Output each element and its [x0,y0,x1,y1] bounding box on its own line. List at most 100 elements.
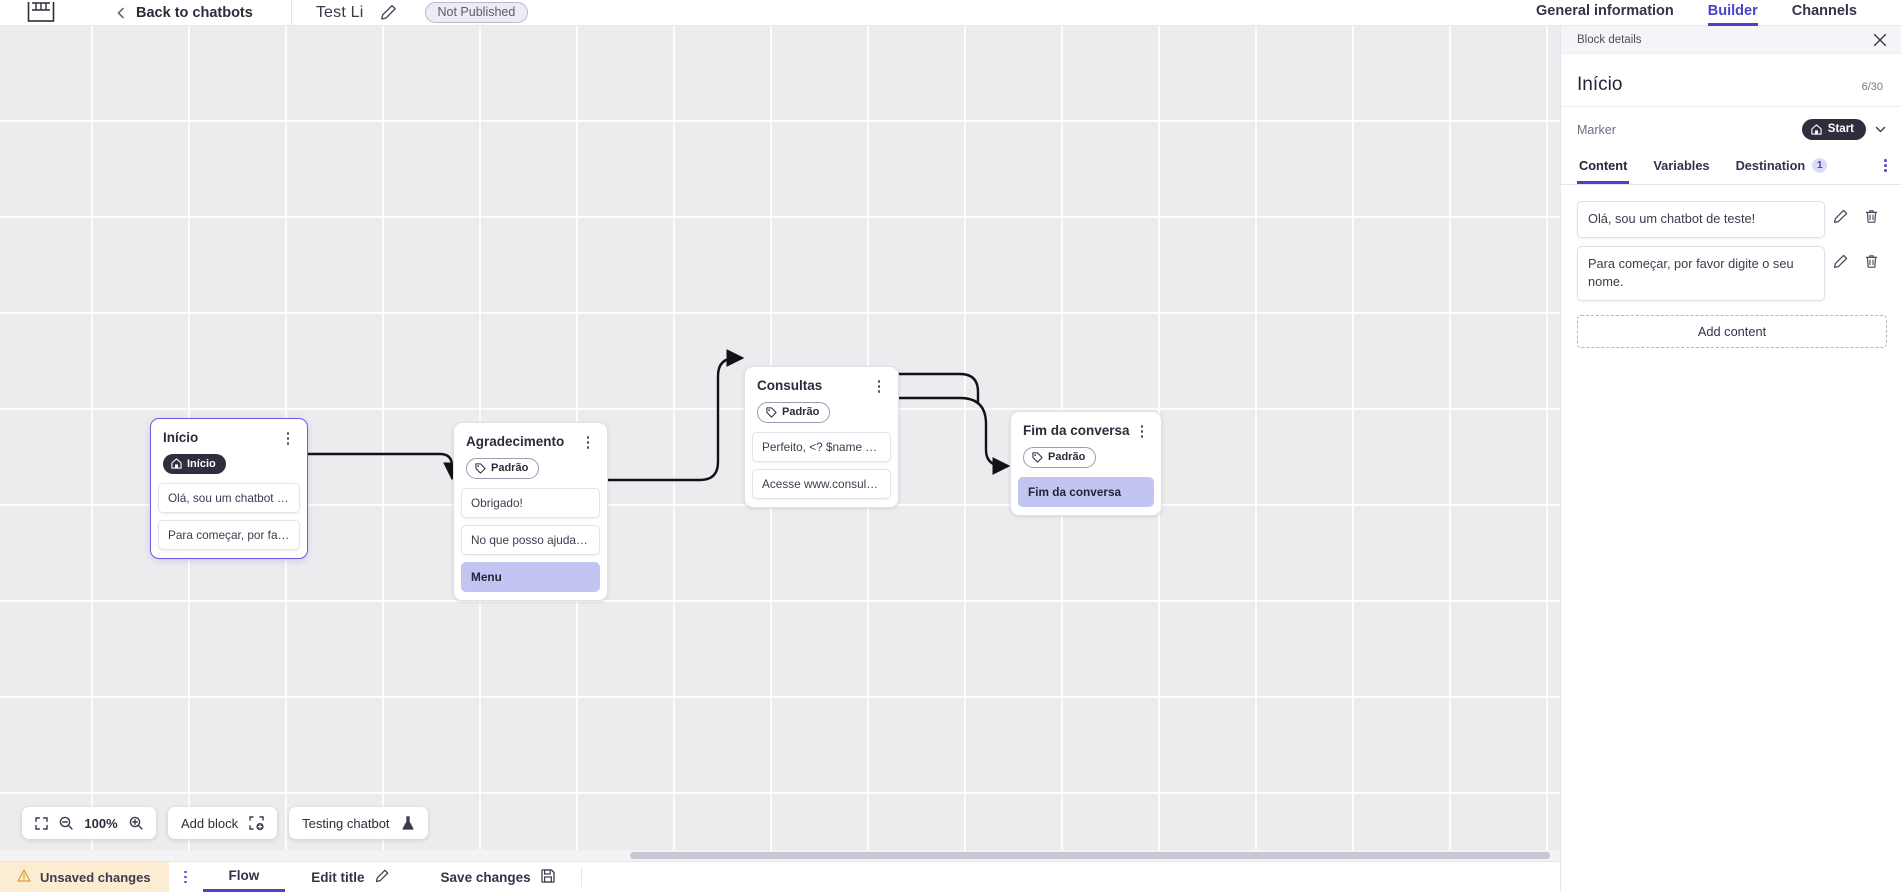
node-item[interactable]: Obrigado! [461,487,600,518]
trash-icon[interactable] [1856,201,1887,224]
badge-label: Início [187,457,216,470]
status-bar: Unsaved changes Flow Edit title Save cha… [0,861,1560,892]
save-changes-label: Save changes [440,869,531,885]
node-kebab-menu-icon[interactable] [1135,423,1149,438]
tab-label: Destination [1735,158,1806,173]
tab-flow[interactable]: Flow [202,862,286,892]
trash-icon[interactable] [1856,246,1887,269]
node-header: Consultas [745,367,898,394]
unsaved-changes-label: Unsaved changes [40,869,151,885]
chevron-down-icon[interactable] [1874,123,1887,136]
content-text[interactable]: Para começar, por favor digite o seu nom… [1577,245,1825,301]
edit-title-label: Edit title [311,869,365,885]
close-icon[interactable] [1873,33,1887,47]
node-kebab-menu-icon[interactable] [872,378,886,393]
home-icon [1811,123,1822,135]
badge-start: Início [163,454,226,474]
content-row: Para começar, por favor digite o seu nom… [1577,245,1887,301]
badge-label: Padrão [491,462,529,475]
top-bar: Back to chatbots Test Li Not Published G… [0,0,1901,26]
back-to-chatbots-link[interactable]: Back to chatbots [136,4,253,21]
panel-content-list: Olá, sou um chatbot de teste! Para começ… [1561,185,1901,348]
chatbot-title: Test Li [315,3,364,21]
tab-label: Content [1579,158,1628,173]
node-title: Agradecimento [466,434,565,449]
node-item[interactable]: Menu [461,561,600,592]
fullscreen-icon[interactable] [35,816,48,830]
add-content-button[interactable]: Add content [1577,314,1887,348]
testing-chatbot-button[interactable]: Testing chatbot [289,807,428,839]
tab-variables[interactable]: Variables [1651,152,1711,184]
flow-node-consultas[interactable]: Consultas Padrão Perfeito, <? $name ?>! … [744,366,899,508]
pencil-icon [375,869,389,886]
canvas-toolbar: 100% Add block Testing chatbot [22,807,428,839]
panel-header: Block details [1561,26,1901,54]
content-text[interactable]: Olá, sou um chatbot de teste! [1577,201,1825,238]
tab-destination[interactable]: Destination 1 [1734,152,1830,184]
tab-channels[interactable]: Channels [1791,3,1857,19]
node-title: Início [163,430,199,445]
node-item[interactable]: No que posso ajudar, <? $name ... [461,524,600,555]
chevron-left-icon[interactable] [114,6,128,20]
edit-title-button[interactable]: Edit title [285,862,414,892]
node-header: Início [151,419,307,446]
marker-value: Start [1827,123,1854,135]
tag-icon [1032,452,1043,463]
floppy-disk-icon [540,868,555,886]
node-items: Olá, sou um chatbot de teste! Para começ… [151,483,307,551]
pencil-icon[interactable] [1825,201,1856,224]
tab-content[interactable]: Content [1577,152,1630,184]
panel-header-title: Block details [1577,33,1642,46]
warning-triangle-icon [17,869,31,885]
unsaved-changes-indicator: Unsaved changes [0,862,169,892]
status-kebab-menu-icon[interactable] [169,862,203,892]
add-block-button[interactable]: Add block [168,807,278,839]
node-items: Obrigado! No que posso ajudar, <? $name … [454,487,607,592]
panel-title-row: Início 6/30 [1561,54,1901,107]
node-item[interactable]: Para começar, por favor digite o ... [158,520,300,551]
node-item[interactable]: Olá, sou um chatbot de teste! [158,483,300,514]
zoom-in-icon[interactable] [129,816,143,830]
node-item[interactable]: Perfeito, <? $name ?>! [752,431,891,462]
marker-select[interactable]: Start [1801,119,1866,140]
badge-default: Padrão [1023,447,1097,468]
zoom-out-icon[interactable] [59,816,73,830]
node-header: Fim da conversa [1011,412,1161,439]
tag-icon [766,407,777,418]
flask-icon [401,815,415,831]
flow-canvas[interactable]: Início Início Olá, sou um chatbot de tes… [0,26,1560,861]
badge-label: Padrão [1048,451,1086,464]
save-changes-button[interactable]: Save changes [415,862,581,892]
scrollbar-thumb[interactable] [630,852,1550,859]
flow-node-inicio[interactable]: Início Início Olá, sou um chatbot de tes… [150,418,308,560]
status-badge: Not Published [424,2,529,23]
tag-icon [475,463,486,474]
node-title: Consultas [757,378,823,393]
node-item[interactable]: Acesse www.consultas.com par... [752,468,891,499]
tab-general-information[interactable]: General information [1536,3,1674,19]
add-block-icon [249,815,264,831]
pencil-icon[interactable] [1825,246,1856,269]
panel-kebab-menu-icon[interactable] [1884,159,1887,184]
node-items: Perfeito, <? $name ?>! Acesse www.consul… [745,431,898,499]
destination-count-badge: 1 [1812,158,1828,173]
flow-edges [308,349,1011,482]
panel-tabs: Content Variables Destination 1 [1561,152,1901,185]
flow-node-fim-da-conversa[interactable]: Fim da conversa Padrão Fim da conversa [1010,411,1162,516]
zoom-level: 100% [84,815,118,831]
app-logo-icon[interactable] [24,0,58,26]
status-divider [580,867,582,887]
node-kebab-menu-icon[interactable] [581,434,595,449]
node-badges: Padrão [1011,439,1161,477]
tab-builder[interactable]: Builder [1707,4,1758,26]
canvas-horizontal-scrollbar[interactable] [0,850,1560,861]
tab-label: Variables [1653,158,1710,173]
pencil-icon[interactable] [380,4,397,21]
flow-node-agradecimento[interactable]: Agradecimento Padrão Obrigado! No que po… [453,422,608,601]
testing-chatbot-label: Testing chatbot [302,815,390,831]
node-item[interactable]: Fim da conversa [1018,476,1154,507]
home-icon [171,458,182,469]
node-items: Fim da conversa [1011,476,1161,507]
node-kebab-menu-icon[interactable] [281,430,295,445]
node-header: Agradecimento [454,423,607,450]
